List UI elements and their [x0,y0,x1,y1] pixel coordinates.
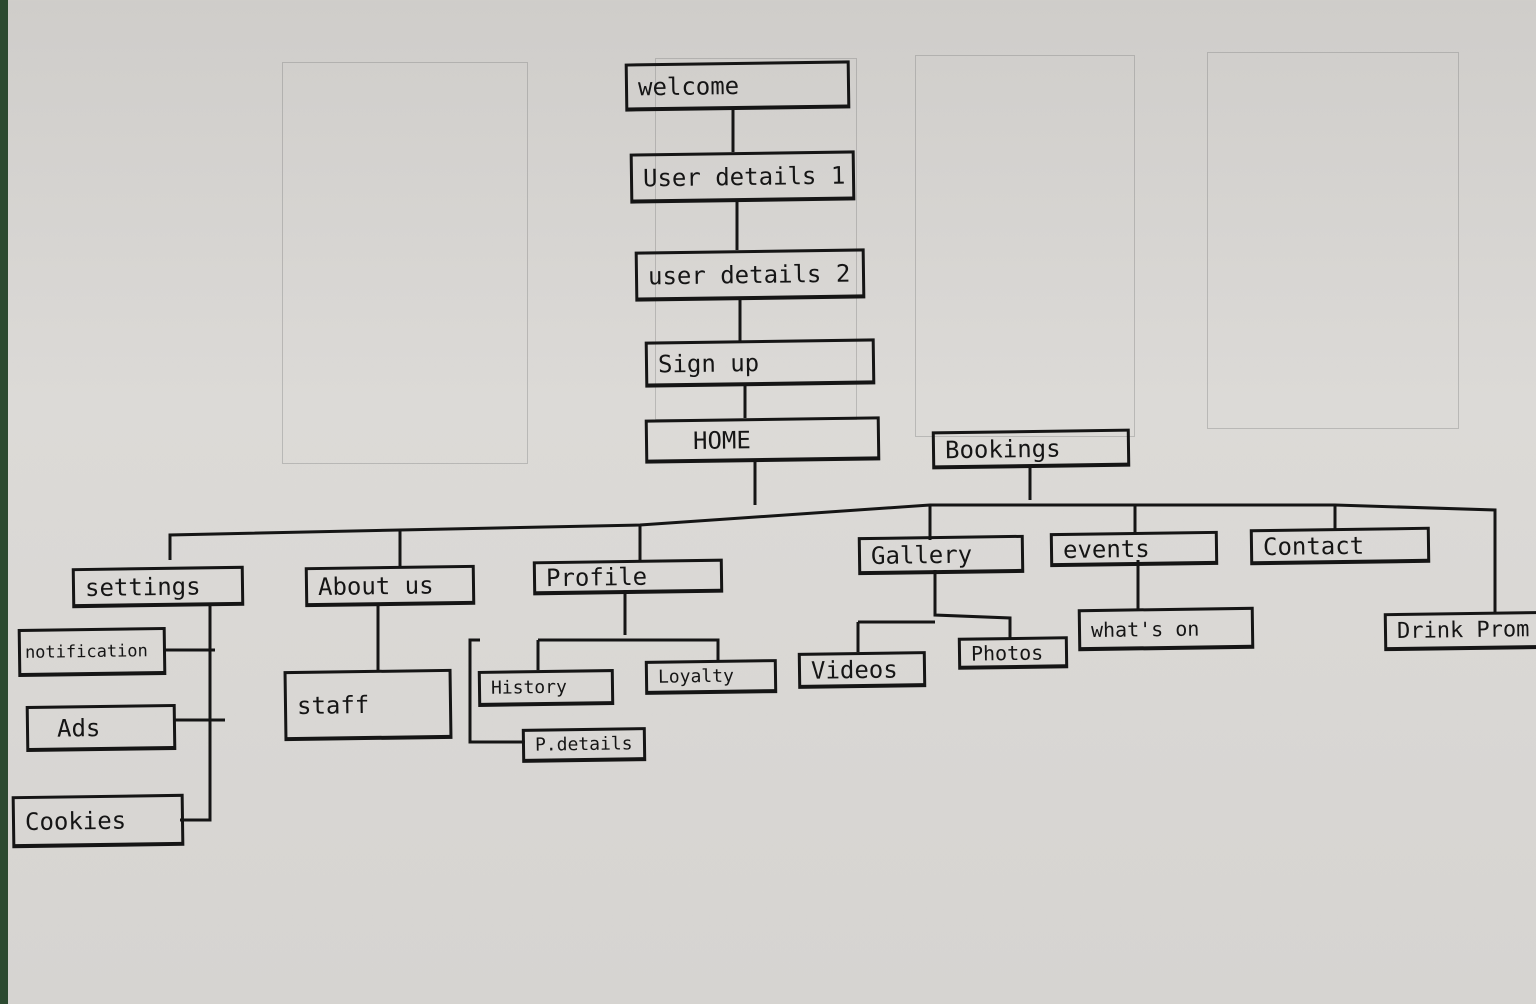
node-whats-on: what's on [1077,606,1255,652]
node-user-details-1: User details 1 [629,150,856,204]
node-settings: settings [71,565,245,609]
node-ads: Ads [25,703,177,753]
wireframe-sketch-3 [915,55,1135,437]
node-user-details-2: user details 2 [634,248,866,302]
node-cookies: Cookies [11,793,185,849]
node-p-details: P.details [521,727,647,763]
node-loyalty: Loyalty [644,659,778,695]
wireframe-sketch-4 [1207,52,1459,429]
node-history: History [477,669,615,707]
table-edge [0,0,8,1004]
wireframe-sketch-1 [282,62,528,464]
node-videos: Videos [797,651,927,689]
node-profile: Profile [532,558,724,596]
node-drink-promotions: Drink Prom [1383,610,1536,652]
node-gallery: Gallery [857,534,1025,576]
wireframe-sketch-2 [655,58,857,420]
node-home: HOME [644,416,881,464]
node-about-us: About us [304,564,476,608]
node-photos: Photos [957,636,1069,670]
node-sign-up: Sign up [644,338,876,388]
node-events: events [1049,530,1219,568]
node-contact: Contact [1249,526,1431,566]
node-notification: notification [17,626,167,678]
node-welcome: welcome [624,60,851,112]
node-staff: staff [283,668,453,742]
node-bookings: Bookings [931,428,1131,470]
